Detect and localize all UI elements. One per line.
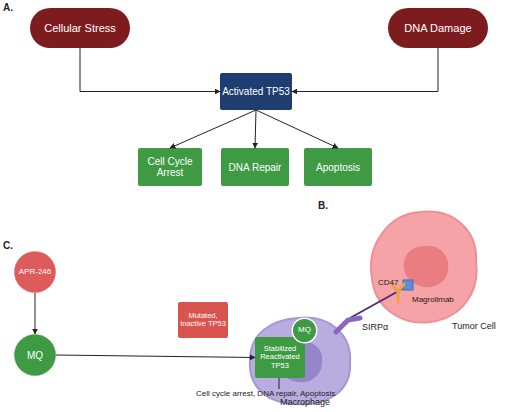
node-text: APR-246 — [17, 268, 53, 277]
circle-fill — [14, 251, 55, 292]
node-text: Cellular Stress — [42, 22, 118, 34]
panel-letter: A. — [3, 2, 13, 13]
outcome-box: Apoptosis — [304, 148, 372, 186]
cell-label: Macrophage — [280, 398, 330, 408]
stress-pill: Cellular Stress — [30, 8, 130, 48]
node-text: DNA Repair — [227, 162, 284, 173]
arrow-connector — [56, 355, 255, 358]
panel-letter: B. — [318, 200, 328, 211]
leader-line — [279, 378, 280, 389]
arrow-connector — [35, 293, 36, 334]
node-text: Cell Cycle Arrest — [138, 156, 202, 178]
outcome-box: Cell Cycle Arrest — [138, 148, 202, 186]
node-text: MQ — [296, 326, 313, 335]
arrow-connector — [256, 110, 338, 148]
arrow-connector — [80, 48, 220, 92]
process-box: Activated TP53 — [220, 73, 292, 110]
marker-label: CD47 — [378, 279, 398, 288]
circle-fill — [14, 334, 55, 375]
arrow-connector — [170, 110, 256, 148]
arrow-connector — [255, 110, 256, 148]
node-text: DNA Damage — [402, 22, 473, 34]
state-box: Stabilized Reactivated TP53 — [255, 337, 305, 378]
receptor-label: SIRPα — [362, 323, 388, 333]
drug-circle: APR-246 — [14, 251, 56, 293]
compound-circle: MQ — [292, 318, 317, 343]
node-text: Stabilized Reactivated TP53 — [255, 345, 305, 370]
antibody-label: Magrolimab — [412, 296, 454, 305]
compound-circle: MQ — [14, 334, 56, 376]
binding-line — [350, 288, 404, 318]
node-text: MQ — [25, 350, 45, 361]
cell-label: Tumor Cell — [452, 322, 496, 332]
arrow-connector — [292, 48, 438, 92]
stress-pill: DNA Damage — [388, 8, 488, 48]
node-text: Apoptosis — [314, 162, 362, 173]
panel-letter: C. — [3, 240, 13, 251]
outcome-note: Cell cycle arrest, DNA repair, Apoptosis — [196, 390, 335, 399]
sirpa-receptor — [336, 318, 360, 332]
state-box: Mutated, Inactive TP53 — [178, 302, 228, 338]
node-text: Activated TP53 — [220, 86, 292, 97]
outcome-box: DNA Repair — [221, 148, 289, 186]
circle-fill — [292, 318, 317, 343]
tumor-cell — [371, 212, 477, 323]
node-text: Mutated, Inactive TP53 — [178, 312, 228, 329]
